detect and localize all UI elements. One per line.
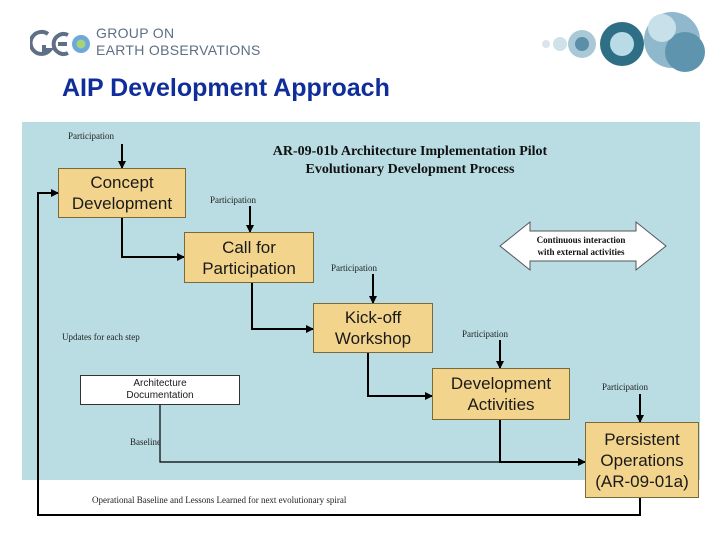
baseline-label: Baseline bbox=[130, 437, 161, 447]
arrow-kickoff-to-dev bbox=[367, 353, 433, 400]
kickoff-workshop-box: Kick-off Workshop bbox=[313, 303, 433, 353]
updates-label: Updates for each step bbox=[62, 332, 140, 342]
geo-logo-icon bbox=[30, 29, 90, 56]
diagram-heading: AR-09-01b Architecture Implementation Pi… bbox=[240, 143, 580, 179]
cfp-line-1: Call for bbox=[222, 237, 276, 257]
arrow-feedback-loop bbox=[37, 189, 641, 516]
logo-line-2: EARTH OBSERVATIONS bbox=[96, 42, 261, 58]
arch-line-1: Architecture bbox=[133, 378, 187, 389]
dev-line-1: Development bbox=[450, 374, 552, 393]
dev-line-2: Activities bbox=[467, 395, 535, 414]
arrow-cfp-to-kickoff bbox=[251, 283, 314, 333]
concept-development-box: Concept Development bbox=[58, 168, 186, 218]
participation-label: Participation bbox=[68, 131, 114, 141]
architecture-documentation-box: Architecture Documentation bbox=[80, 375, 240, 405]
development-activities-box: Development Activities bbox=[432, 368, 570, 420]
arrow-concept-to-cfp bbox=[121, 218, 185, 261]
call-for-participation-box: Call for Participation bbox=[184, 232, 314, 283]
arrow-dev-to-ops bbox=[499, 420, 586, 466]
diagram-heading-line-1: AR-09-01b Architecture Implementation Pi… bbox=[272, 144, 548, 159]
continuous-interaction-arrow bbox=[499, 220, 667, 272]
feedback-label: Operational Baseline and Lessons Learned… bbox=[92, 495, 347, 505]
participation-label: Participation bbox=[210, 195, 256, 205]
cfp-line-2: Participation bbox=[202, 258, 296, 278]
page-title: AIP Development Approach bbox=[62, 74, 390, 102]
persistent-operations-box: Persistent Operations (AR-09-01a) bbox=[585, 422, 699, 498]
decorative-circles-icon bbox=[542, 12, 705, 72]
ops-line-2: Operations bbox=[600, 450, 684, 470]
ops-line-3: (AR-09-01a) bbox=[595, 471, 689, 491]
interaction-line-2: with external activities bbox=[537, 247, 625, 257]
logo-line-1: GROUP ON bbox=[96, 25, 175, 41]
interaction-line-1: Continuous interaction bbox=[536, 235, 626, 245]
arch-line-2: Documentation bbox=[126, 390, 194, 401]
organization-name: GROUP ON EARTH OBSERVATIONS bbox=[96, 25, 261, 59]
arrow-baseline bbox=[159, 405, 585, 463]
participation-label: Participation bbox=[602, 382, 648, 392]
participation-label: Participation bbox=[462, 329, 508, 339]
concept-line-1: Concept bbox=[90, 173, 154, 192]
continuous-interaction-text: Continuous interaction with external act… bbox=[516, 234, 646, 258]
kickoff-line-1: Kick-off bbox=[344, 308, 402, 327]
ops-line-1: Persistent bbox=[604, 429, 680, 449]
participation-label: Participation bbox=[331, 263, 377, 273]
kickoff-line-2: Workshop bbox=[334, 329, 412, 348]
diagram-heading-line-2: Evolutionary Development Process bbox=[305, 162, 515, 177]
concept-line-2: Development bbox=[71, 194, 173, 213]
